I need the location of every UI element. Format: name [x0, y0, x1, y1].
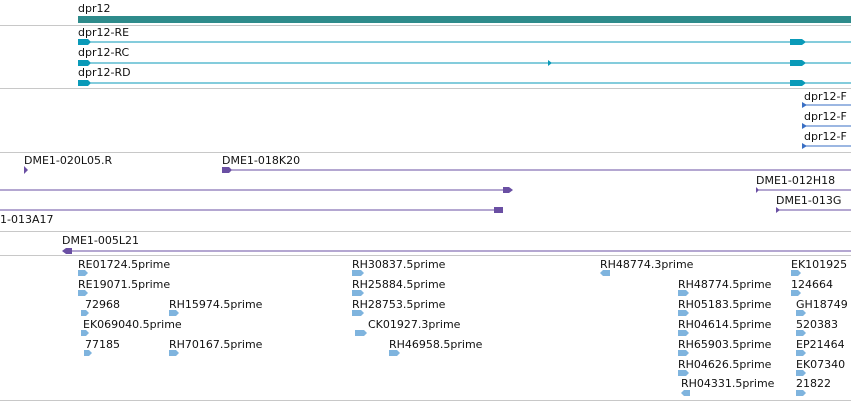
clone-label-013a17[interactable]: 1-013A17: [0, 213, 54, 226]
track-separator: [0, 88, 851, 89]
clone-label-013g[interactable]: DME1-013G: [776, 194, 842, 207]
est-label[interactable]: 124664: [791, 278, 833, 291]
track-separator: [0, 255, 851, 256]
clone-long-1[interactable]: [0, 187, 513, 193]
protein-2[interactable]: [802, 123, 851, 129]
est-label[interactable]: EP21464: [796, 338, 845, 351]
track-separator: [0, 152, 851, 153]
clone-track: DME1-020L05.R DME1-018K20 DME1-012H18 DM…: [0, 153, 851, 231]
gene-bar[interactable]: [78, 16, 851, 23]
protein-3[interactable]: [802, 143, 851, 149]
transcript-track: dpr12-RE dpr12-RC dpr12-RD: [0, 26, 851, 88]
est-label[interactable]: RH48774.5prime: [678, 278, 772, 291]
transcript-rc[interactable]: [78, 60, 851, 66]
gene-label[interactable]: dpr12: [78, 2, 111, 15]
est-label[interactable]: 520383: [796, 318, 838, 331]
est-label[interactable]: RH15974.5prime: [169, 298, 263, 311]
est-label[interactable]: RH04626.5prime: [678, 358, 772, 371]
protein-glyphs: [802, 102, 851, 149]
protein-1[interactable]: [802, 102, 851, 108]
clone-012h18[interactable]: [756, 187, 851, 193]
gene-track: dpr12: [0, 0, 851, 26]
est-label[interactable]: EK101925: [791, 258, 848, 271]
bac-glyphs: [62, 248, 851, 254]
est-label[interactable]: RE19071.5prime: [78, 278, 171, 291]
transcript-label-rd[interactable]: dpr12-RD: [78, 66, 131, 79]
protein-label-3[interactable]: dpr12-F: [804, 130, 847, 143]
est-label[interactable]: 72968: [85, 298, 120, 311]
clone-020l05[interactable]: [24, 166, 28, 174]
est-label[interactable]: RH25884.5prime: [352, 278, 446, 291]
est-track: RE01724.5prime RE19071.5prime 72968 EK06…: [0, 256, 851, 401]
bac-005l21[interactable]: [62, 248, 851, 254]
est-label[interactable]: EK069040.5prime: [83, 318, 182, 331]
transcript-rd[interactable]: [78, 80, 851, 86]
clone-label-020l05[interactable]: DME1-020L05.R: [24, 154, 113, 167]
est-label[interactable]: RE01724.5prime: [78, 258, 171, 271]
est-label[interactable]: RH04331.5prime: [681, 377, 775, 390]
clone-018k20[interactable]: [222, 167, 851, 173]
transcript-glyphs: [78, 39, 851, 86]
est-label[interactable]: RH65903.5prime: [678, 338, 772, 351]
clone-label-018k20[interactable]: DME1-018K20: [222, 154, 301, 167]
track-separator: [0, 231, 851, 232]
est-features[interactable]: [78, 270, 806, 396]
est-label[interactable]: RH04614.5prime: [678, 318, 772, 331]
transcript-re[interactable]: [78, 39, 851, 45]
est-label[interactable]: RH46958.5prime: [389, 338, 483, 351]
clone-long-2[interactable]: [0, 207, 503, 213]
est-label[interactable]: CK01927.3prime: [368, 318, 461, 331]
track-separator: [0, 25, 851, 26]
clone-label-012h18[interactable]: DME1-012H18: [756, 174, 836, 187]
est-label[interactable]: 77185: [85, 338, 120, 351]
transcript-label-rc[interactable]: dpr12-RC: [78, 46, 130, 59]
bac-track: DME1-005L21: [0, 232, 851, 255]
protein-label-2[interactable]: dpr12-F: [804, 110, 847, 123]
protein-track: dpr12-F dpr12-F dpr12-F: [0, 89, 851, 152]
transcript-label-re[interactable]: dpr12-RE: [78, 26, 130, 39]
est-label[interactable]: GH18749: [796, 298, 848, 311]
est-label[interactable]: RH05183.5prime: [678, 298, 772, 311]
est-label[interactable]: RH70167.5prime: [169, 338, 263, 351]
est-label[interactable]: RH30837.5prime: [352, 258, 446, 271]
clone-013g[interactable]: [776, 207, 851, 213]
est-label[interactable]: 21822: [796, 377, 831, 390]
est-label[interactable]: RH28753.5prime: [352, 298, 446, 311]
clone-glyphs: [0, 166, 851, 213]
est-label[interactable]: RH48774.3prime: [600, 258, 694, 271]
protein-label-1[interactable]: dpr12-F: [804, 90, 847, 103]
est-label[interactable]: EK07340: [796, 358, 846, 371]
est-glyphs: [78, 270, 806, 396]
bac-label[interactable]: DME1-005L21: [62, 234, 139, 247]
